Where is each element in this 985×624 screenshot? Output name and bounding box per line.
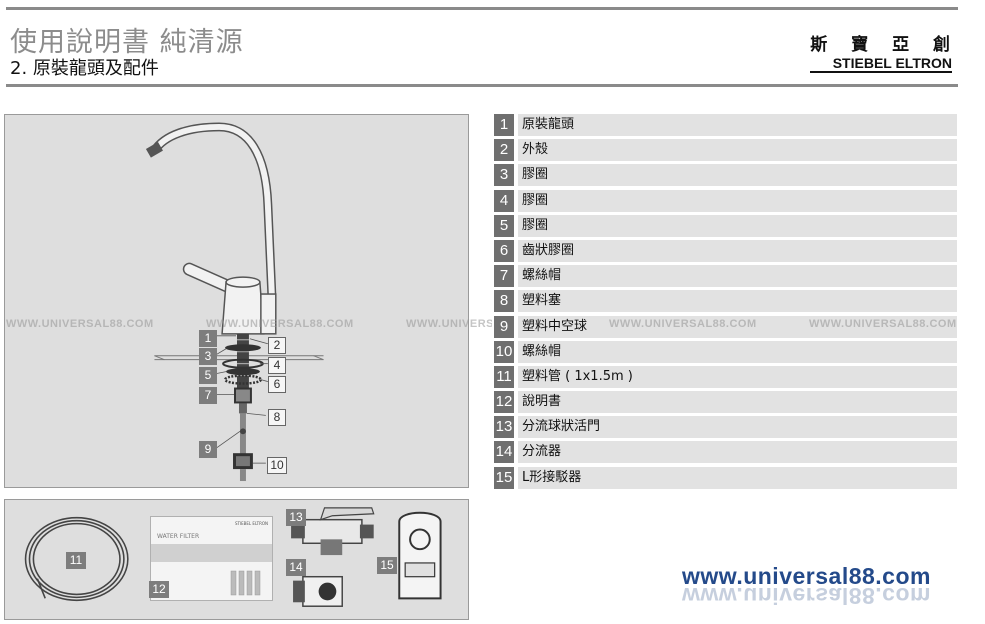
document-title: 使用說明書 純清源 [10,27,244,58]
accessory-callout-13: 13 [286,509,306,526]
part-number: 15 [494,466,514,489]
part-number: 12 [494,391,514,414]
diagram-callout-6: 6 [268,376,286,393]
part-number: 11 [494,365,514,388]
diagram-callout-9: 9 [199,441,217,458]
part-number: 2 [494,139,514,162]
brand-chinese-name: 斯 寶 亞 創 [810,35,959,55]
part-name: 塑料塞 [518,290,957,313]
part-name: 膠圈 [518,189,957,212]
watermark: WWW.UNIVERSAL88.COM [609,318,757,330]
part-number: 14 [494,441,514,464]
website-url-reflection: www.universal88.com [682,583,931,609]
part-name: 塑料管 ( 1x1.5m ) [518,365,957,388]
diagram-callout-5: 5 [199,367,217,384]
part-number: 3 [494,164,514,187]
part-name: 外殼 [518,139,957,162]
header-rule [6,84,958,87]
diagram-callout-7: 7 [199,387,217,404]
part-name: 塑料中空球 [518,315,957,338]
part-number: 5 [494,214,514,237]
watermark: WWW.UNIVERSAL88.COM [809,318,957,330]
accessory-callout-14: 14 [286,559,306,576]
part-name: 螺絲帽 [518,265,957,288]
manual-cartridge-illustration [230,570,261,596]
part-name: 說明書 [518,391,957,414]
brand-logo: 斯 寶 亞 創 STIEBEL ELTRON [810,30,952,73]
part-name: L形接駁器 [518,466,957,489]
accessories-panel: STIEBEL ELTRON WATER FILTER 11 12 13 14 … [4,499,469,620]
part-number: 4 [494,189,514,212]
part-number: 13 [494,416,514,439]
part-name: 膠圈 [518,164,957,187]
watermark: WWW.UNIVERSAL88.COM [206,318,354,330]
diagram-callout-1: 1 [199,330,217,347]
diagram-callout-10: 10 [267,457,287,474]
part-number: 9 [494,315,514,338]
section-subtitle: 2. 原裝龍頭及配件 [10,58,159,79]
watermark: WWW.UNIVERSAL88.COM [406,318,492,330]
part-name: 膠圈 [518,214,957,237]
part-number: 8 [494,290,514,313]
manual-header-band [151,544,272,562]
diagram-callout-8: 8 [268,409,286,426]
brand-english-name: STIEBEL ELTRON [810,55,952,73]
manual-product: WATER FILTER [157,533,200,540]
accessory-callout-11: 11 [66,552,86,569]
part-number: 10 [494,340,514,363]
faucet-diagram-panel: 1 2 3 4 5 6 7 8 9 10 [4,114,469,488]
faucet-diagram-illustration [145,122,324,482]
part-name: 齒狀膠圈 [518,239,957,262]
diagram-callout-4: 4 [268,357,286,374]
watermark: WWW.UNIVERSAL88.COM [6,318,154,330]
part-name: 分流器 [518,441,957,464]
manual-brand: STIEBEL ELTRON [234,521,268,526]
part-name: 螺絲帽 [518,340,957,363]
accessories-illustration [24,507,442,607]
accessory-callout-12: 12 [149,581,169,598]
part-number: 6 [494,239,514,262]
part-name: 原裝龍頭 [518,114,957,136]
diagram-callout-2: 2 [268,337,286,354]
diagram-callout-3: 3 [199,348,217,365]
top-rule [6,7,958,10]
part-name: 分流球狀活門 [518,416,957,439]
accessory-callout-15: 15 [377,557,397,574]
instruction-manual-sheet: STIEBEL ELTRON WATER FILTER [150,516,273,601]
part-number: 7 [494,265,514,288]
part-number: 1 [494,114,514,136]
website-url[interactable]: www.universal88.com [682,563,931,589]
